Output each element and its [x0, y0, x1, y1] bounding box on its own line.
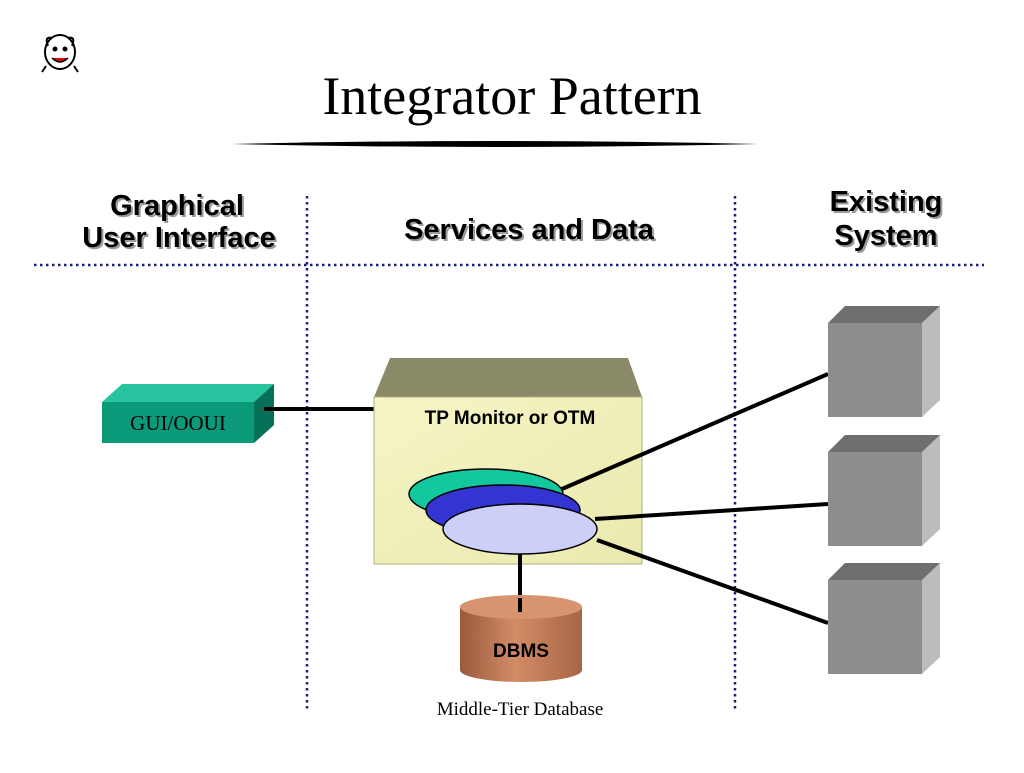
svg-text:System: System	[836, 222, 939, 254]
column-heading-middle: Services and Data Services and Data	[404, 214, 657, 248]
svg-text:System: System	[834, 220, 937, 252]
svg-text:Graphical: Graphical	[110, 190, 244, 222]
dbms-label: DBMS	[493, 641, 549, 662]
title-underline	[232, 141, 758, 147]
gargoyle-mascot-icon	[41, 34, 79, 73]
column-heading-left: Graphical Graphical User Interface User …	[82, 190, 277, 256]
connector-system-1	[554, 372, 829, 494]
existing-system-box-1	[828, 306, 940, 417]
page-title: Integrator Pattern	[322, 66, 701, 126]
svg-text:Services and Data: Services and Data	[406, 216, 657, 248]
svg-text:Graphical: Graphical	[112, 192, 246, 224]
svg-text:Existing: Existing	[830, 186, 943, 218]
connector-system-3	[596, 538, 829, 625]
tp-monitor-label: TP Monitor or OTM	[425, 408, 596, 429]
gui-box-label: GUI/OOUI	[130, 411, 226, 435]
existing-system-box-2	[828, 435, 940, 546]
dbms-caption: Middle-Tier Database	[437, 699, 604, 720]
column-heading-right: Existing Existing System System	[830, 186, 945, 254]
existing-system-box-3	[828, 563, 940, 674]
svg-text:Services and Data: Services and Data	[404, 214, 655, 246]
gui-box: GUI/OOUI	[102, 384, 274, 443]
connector-system-2	[594, 502, 829, 521]
service-ellipse-lavender	[442, 503, 598, 555]
svg-text:Existing: Existing	[832, 188, 945, 220]
svg-text:User Interface: User Interface	[82, 222, 275, 254]
svg-text:User Interface: User Interface	[84, 224, 277, 256]
